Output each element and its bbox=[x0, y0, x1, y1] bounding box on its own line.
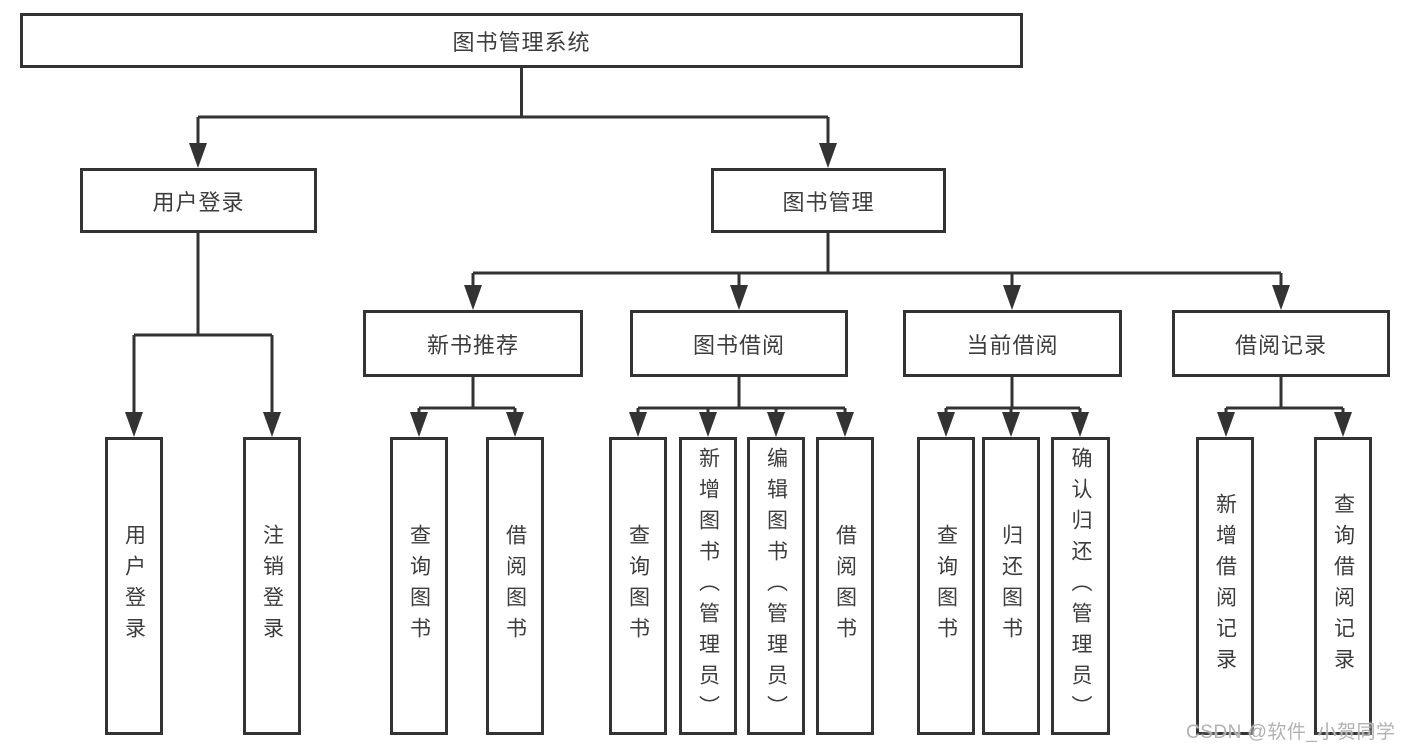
node-book-borrow: 图书借阅 bbox=[630, 310, 848, 377]
node-new-book-recommend: 新书推荐 bbox=[363, 310, 583, 377]
node-leaf-nbr-borrow-books-label: 借阅图书 bbox=[503, 524, 527, 648]
node-leaf-bb-query-books-label: 查询图书 bbox=[626, 524, 650, 648]
node-current-borrow: 当前借阅 bbox=[903, 310, 1122, 377]
node-leaf-cb-query-books-label: 查询图书 bbox=[934, 524, 958, 648]
node-leaf-logout: 注销登录 bbox=[243, 437, 301, 735]
node-leaf-user-login-label: 用户登录 bbox=[122, 524, 146, 648]
node-leaf-cb-confirm-return-admin-label: 确认归还（管理员） bbox=[1069, 446, 1092, 726]
node-leaf-logout-label: 注销登录 bbox=[260, 524, 284, 648]
node-library-system-label: 图书管理系统 bbox=[452, 29, 591, 55]
node-leaf-cb-confirm-return-admin: 确认归还（管理员） bbox=[1051, 437, 1110, 735]
node-leaf-cb-return-books: 归还图书 bbox=[982, 437, 1040, 735]
node-leaf-br-query-record: 查询借阅记录 bbox=[1314, 437, 1372, 735]
node-leaf-nbr-query-books: 查询图书 bbox=[390, 437, 448, 735]
node-leaf-br-query-record-label: 查询借阅记录 bbox=[1331, 493, 1355, 679]
node-book-management-label: 图书管理 bbox=[782, 189, 875, 215]
node-current-borrow-label: 当前借阅 bbox=[966, 332, 1059, 358]
node-book-management: 图书管理 bbox=[711, 168, 946, 233]
node-leaf-user-login: 用户登录 bbox=[105, 437, 163, 735]
node-leaf-bb-edit-books-admin-label: 编辑图书（管理员） bbox=[764, 446, 788, 726]
node-leaf-bb-query-books: 查询图书 bbox=[609, 437, 667, 735]
node-leaf-br-add-record-label: 新增借阅记录 bbox=[1213, 493, 1237, 679]
node-leaf-bb-add-books-admin: 新增图书（管理员） bbox=[679, 437, 737, 735]
node-library-system: 图书管理系统 bbox=[20, 13, 1023, 68]
node-book-borrow-label: 图书借阅 bbox=[692, 332, 785, 358]
node-borrow-record: 借阅记录 bbox=[1172, 310, 1390, 377]
node-leaf-cb-return-books-label: 归还图书 bbox=[999, 524, 1023, 648]
node-leaf-bb-edit-books-admin: 编辑图书（管理员） bbox=[747, 437, 805, 735]
connector-paths bbox=[132, 68, 1345, 414]
node-leaf-nbr-borrow-books: 借阅图书 bbox=[486, 437, 544, 735]
node-leaf-bb-borrow-books: 借阅图书 bbox=[816, 437, 874, 735]
node-leaf-bb-borrow-books-label: 借阅图书 bbox=[833, 524, 857, 648]
csdn-watermark: CSDN @软件_小贺同学 bbox=[1186, 722, 1396, 743]
arrowheads bbox=[125, 143, 1352, 437]
node-leaf-cb-query-books: 查询图书 bbox=[917, 437, 975, 735]
node-user-login-label: 用户登录 bbox=[152, 189, 245, 215]
node-leaf-br-add-record: 新增借阅记录 bbox=[1196, 437, 1254, 735]
node-borrow-record-label: 借阅记录 bbox=[1234, 332, 1327, 358]
node-leaf-bb-add-books-admin-label: 新增图书（管理员） bbox=[696, 446, 720, 726]
node-user-login: 用户登录 bbox=[80, 168, 317, 233]
node-leaf-nbr-query-books-label: 查询图书 bbox=[407, 524, 431, 648]
node-new-book-recommend-label: 新书推荐 bbox=[426, 332, 519, 358]
